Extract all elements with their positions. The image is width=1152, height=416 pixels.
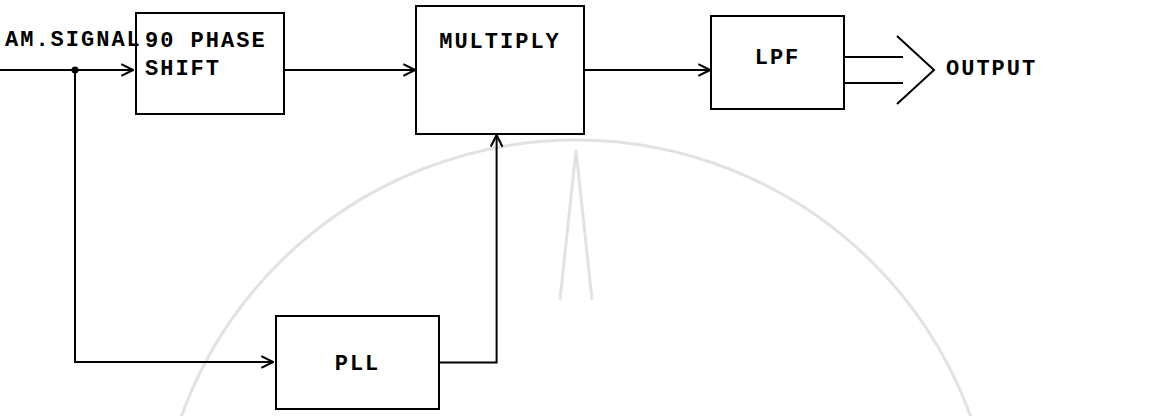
process-box: PLL: [275, 315, 440, 410]
signal-arrow: [285, 69, 415, 71]
process-box: LPF: [710, 15, 845, 110]
output-arrow-shaft: [845, 56, 903, 58]
box-label: LPF: [722, 45, 833, 73]
seal-ring: [156, 140, 996, 416]
signal-arrow: [440, 135, 497, 363]
input-wire: [0, 69, 133, 71]
process-box: MULTIPLY: [415, 5, 585, 135]
box-label: PLL: [287, 351, 428, 379]
junction-dot: [72, 67, 79, 74]
signal-name: AM.SIGNAL: [5, 30, 142, 52]
signal-name: OUTPUT: [946, 59, 1037, 81]
process-box: 90 PHASE SHIFT: [135, 12, 285, 115]
output-arrow-shaft: [845, 82, 903, 84]
output-arrow-head: [897, 36, 934, 104]
signal-arrow: [585, 69, 710, 71]
seal-watermark: [156, 140, 996, 416]
box-label: MULTIPLY: [427, 29, 573, 57]
box-label: 90 PHASE SHIFT: [145, 28, 275, 83]
seal-spire: [560, 150, 592, 300]
